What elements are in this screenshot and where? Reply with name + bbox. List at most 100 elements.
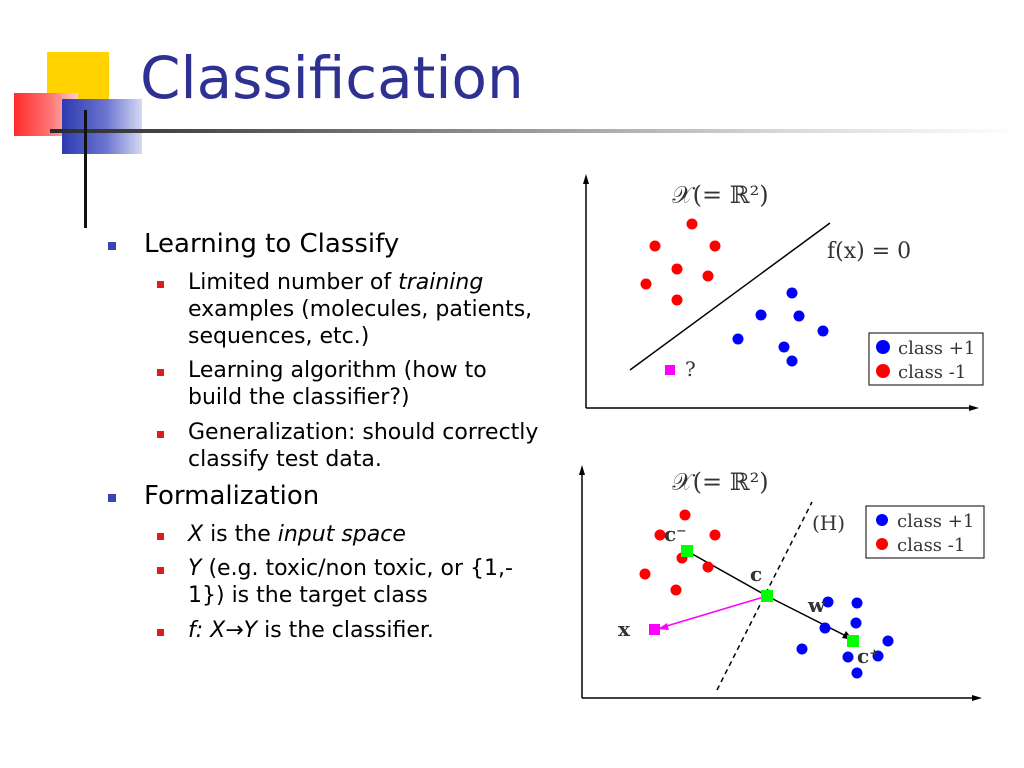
hyperplane (716, 501, 813, 691)
bullet-marker (108, 494, 116, 502)
class-pos-point (822, 596, 834, 608)
class-pos-point (872, 650, 884, 662)
sub-bullet-italic-text: f: X→Y (188, 618, 258, 643)
decision-boundary (629, 222, 831, 371)
class-pos-point (851, 667, 863, 679)
y-axis-arrow (579, 465, 585, 475)
legend-neg-marker (876, 364, 890, 378)
sub-bullet-italic-text: Y (188, 556, 202, 581)
c-label: c (750, 562, 762, 586)
bullet-text: Learning to Classify (144, 229, 400, 259)
class-pos-point (786, 287, 798, 299)
class-neg-point (671, 294, 683, 306)
title-underline (50, 129, 1024, 133)
class-neg-point (649, 240, 661, 252)
class-pos-point (851, 597, 863, 609)
sub-bullet-italic-text: X (188, 522, 204, 547)
figure-mean-classifier: 𝒳(= ℝ²) (H) c⁻ c w c⁺ x class +1 class -… (579, 465, 985, 701)
class-neg-point (702, 270, 714, 282)
legend-box (865, 505, 985, 559)
sub-bullet-marker (157, 533, 164, 540)
class-neg-point (639, 568, 651, 580)
space-label: 𝒳(= ℝ²) (672, 181, 769, 209)
class-neg-point (671, 263, 683, 275)
w-label: w (807, 593, 826, 617)
class-neg-point (654, 529, 666, 541)
x-vector (659, 595, 768, 629)
class-neg-points (640, 218, 721, 306)
legend-box (868, 332, 984, 386)
x-label: x (618, 617, 631, 641)
class-neg-points (639, 509, 721, 596)
legend-pos-marker (876, 340, 890, 354)
sub-bullet-text: (e.g. toxic/non toxic, or {1,- (201, 556, 513, 581)
legend-neg-marker (876, 538, 888, 550)
class-pos-point (796, 643, 808, 655)
class-pos-point (842, 651, 854, 663)
class-neg-point (670, 584, 682, 596)
space-label: 𝒳(= ℝ²) (672, 468, 769, 496)
c-minus-label: c⁻ (664, 522, 687, 546)
sub-bullet-text: build the classifier?) (188, 385, 410, 410)
class-pos-points (796, 596, 894, 679)
class-pos-point (778, 341, 790, 353)
legend-pos-label: class +1 (898, 338, 975, 359)
class-neg-point (709, 240, 721, 252)
bullet-marker (108, 242, 116, 250)
x-axis-arrow (969, 405, 979, 411)
centroid-line (686, 550, 768, 597)
class-pos-point (882, 635, 894, 647)
sub-bullet-text: Generalization: should correctly (188, 420, 539, 445)
hyperplane-label: (H) (812, 511, 845, 535)
slide-title: Classification (140, 44, 524, 112)
title-decoration-blue (62, 99, 142, 154)
figure-linear-classifier: 𝒳(= ℝ²) f(x) = 0 ? class +1 class -1 (583, 174, 984, 411)
class-neg-point (686, 218, 698, 230)
y-axis-arrow (583, 174, 589, 184)
sub-bullet-text: examples (molecules, patients, (188, 297, 533, 322)
sub-bullet-italic-text: training (398, 270, 484, 295)
sub-bullet-marker (157, 431, 164, 438)
legend-pos-marker (876, 514, 888, 526)
sub-bullet-text: is the (203, 522, 278, 547)
title-vertical-line (84, 110, 87, 228)
class-neg-point (702, 561, 714, 573)
sub-bullet-marker (157, 567, 164, 574)
sub-bullet-text: Learning algorithm (how to (188, 358, 487, 383)
sub-bullet-text: 1}) is the target class (188, 583, 428, 608)
class-pos-point (817, 325, 829, 337)
sub-bullet-text: is the classifier. (257, 618, 434, 643)
x-axis-arrow (972, 695, 982, 701)
w-vector (766, 595, 851, 639)
sub-bullet-marker (157, 281, 164, 288)
class-pos-points (732, 287, 829, 367)
legend-neg-label: class -1 (898, 362, 966, 383)
class-neg-point (679, 509, 691, 521)
class-pos-point (819, 622, 831, 634)
c-plus-centroid (847, 635, 859, 647)
query-label: ? (685, 357, 696, 381)
x-vector-arrow (658, 623, 669, 630)
class-neg-point (640, 278, 652, 290)
sub-bullet-marker (157, 369, 164, 376)
query-point (665, 365, 675, 375)
sub-bullet-italic-text: input space (277, 522, 406, 547)
class-neg-point (709, 529, 721, 541)
boundary-label: f(x) = 0 (827, 239, 911, 264)
class-pos-point (732, 333, 744, 345)
c-centroid (761, 590, 773, 602)
sub-bullet-text: classify test data. (188, 447, 382, 472)
sub-bullet-text: Limited number of (188, 270, 399, 295)
legend-neg-label: class -1 (897, 535, 965, 556)
class-pos-point (786, 355, 798, 367)
sub-bullet-marker (157, 629, 164, 636)
sub-bullet-text: sequences, etc.) (188, 324, 370, 349)
x-point (649, 624, 660, 635)
c-plus-label: c⁺ (857, 644, 880, 668)
class-pos-point (850, 617, 862, 629)
bullet-text: Formalization (144, 481, 320, 511)
legend-pos-label: class +1 (897, 511, 974, 532)
class-pos-point (793, 310, 805, 322)
class-pos-point (755, 309, 767, 321)
c-minus-centroid (681, 545, 693, 557)
